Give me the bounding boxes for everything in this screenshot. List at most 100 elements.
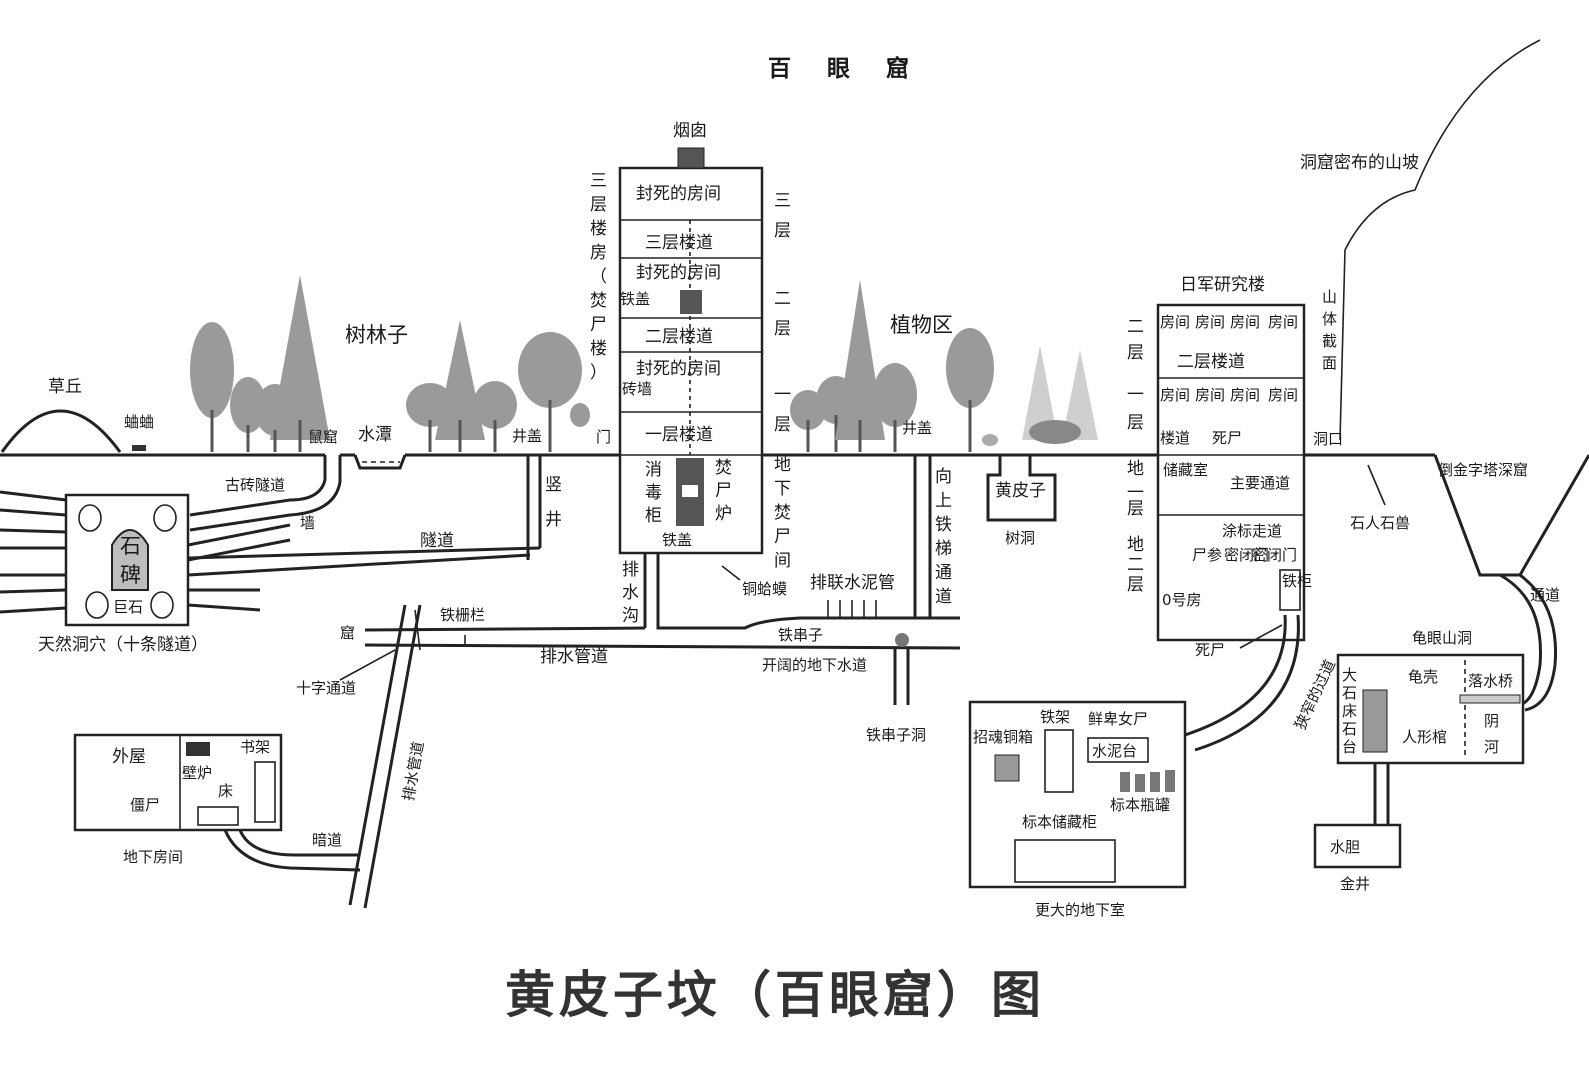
label-lab-corridor-2: 二层楼道: [1177, 352, 1245, 372]
svg-text:床: 床: [1342, 702, 1357, 720]
stone-tablet: [111, 529, 149, 591]
svg-text:层: 层: [1127, 413, 1144, 433]
svg-text:房间: 房间: [1230, 386, 1260, 404]
label-drain-pipe: 排水管道: [540, 647, 608, 667]
bottle-icons: [1120, 770, 1175, 792]
label-specimen-walkway: 涂标走道: [1222, 522, 1282, 540]
svg-text:楼: 楼: [590, 219, 607, 239]
label-shaft-2: 井: [545, 510, 562, 530]
label-well-cover-2: 井盖: [902, 419, 932, 437]
label-iron-cover-2f: 铁盖: [620, 290, 650, 308]
label-japanese-lab: 日军研究楼: [1180, 275, 1265, 295]
label-cave-slope: 洞窟密布的山坡: [1300, 153, 1419, 173]
label-main-passage: 主要通道: [1230, 474, 1290, 492]
incinerator-building: [618, 147, 764, 555]
svg-text:焚: 焚: [590, 291, 607, 311]
svg-text:房间: 房间: [1268, 313, 1298, 331]
label-cross-passage: 十字通道: [296, 679, 356, 697]
label-joint-pipe: 排联水泥管: [810, 573, 895, 593]
ladder-channel: [913, 455, 932, 618]
label-stiff-corpse: 僵尸: [130, 796, 160, 814]
svg-text:一: 一: [774, 385, 791, 405]
iron-string-hole: [893, 648, 910, 705]
svg-text:地: 地: [1127, 459, 1144, 479]
drain-ditch: [643, 553, 960, 630]
svg-text:地: 地: [1127, 535, 1144, 555]
label-drain-ditch-3: 沟: [622, 606, 639, 626]
label-hidden-passage: 暗道: [312, 831, 342, 849]
svg-text:石: 石: [1342, 684, 1357, 702]
label-sealed-left: 密闭门: [1224, 546, 1269, 564]
label-sealed-right: 密闭门: [1252, 546, 1297, 564]
svg-text:层: 层: [774, 319, 791, 339]
stone-bed-icon: [1362, 689, 1388, 753]
label-incin-2: 尸: [715, 481, 732, 501]
lab-rooms-1f: 房间 房间 房间 房间: [1160, 386, 1298, 404]
svg-text:面: 面: [1322, 354, 1337, 372]
golden-well-shaft: [1373, 763, 1390, 825]
label-tunnel: 隧道: [420, 531, 454, 551]
label-sealed-room-2: 封死的房间: [636, 263, 721, 283]
label-water-gall: 水胆: [1330, 838, 1360, 856]
cliff-face: [1339, 39, 1541, 441]
label-disinfect-1: 消: [645, 460, 662, 480]
right-floor-labels: 三层 二层 一层 地下 焚尸 间: [774, 191, 791, 571]
iron-cabinet-icon: [1279, 569, 1301, 611]
label-corridor-3: 三层楼道: [645, 233, 713, 253]
label-wall: 墙: [300, 514, 315, 532]
label-dead-corpse-1f: 死尸: [1212, 429, 1242, 447]
svg-text:道: 道: [935, 587, 952, 607]
label-iron-string-hole: 铁串子洞: [866, 726, 926, 744]
label-female-corpse: 鲜卑女尸: [1088, 710, 1148, 728]
label-stone-bed: 大石 床石 台: [1342, 666, 1357, 756]
cricket-icon: [132, 445, 146, 451]
label-golden-well: 金井: [1340, 875, 1370, 893]
label-cement-platform: 水泥台: [1092, 742, 1137, 760]
label-chimney: 烟囱: [673, 121, 707, 141]
svg-text:）: ）: [590, 363, 607, 383]
label-underground-room: 地下房间: [123, 848, 183, 866]
svg-text:房间: 房间: [1195, 313, 1225, 331]
svg-text:层: 层: [1127, 343, 1144, 363]
label-iron-cover-b: 铁盖: [662, 531, 692, 549]
svg-text:层: 层: [774, 221, 791, 241]
waterfall-bridge: [1459, 694, 1521, 704]
svg-text:铁: 铁: [935, 515, 952, 535]
svg-text:石: 石: [1342, 720, 1357, 738]
label-specimen-bottles: 标本瓶罐: [1110, 796, 1170, 814]
narrow-passage: [1184, 614, 1300, 752]
svg-text:二: 二: [774, 289, 791, 309]
label-lab-corridor-1: 楼道: [1160, 429, 1190, 447]
label-iron-railing: 铁栅栏: [440, 606, 485, 624]
label-dead-corpse: 死尸: [1195, 641, 1225, 659]
label-zero-room: 0号房: [1162, 591, 1202, 609]
label-inverted-pit: 倒金字塔深窟: [1438, 461, 1528, 479]
bookshelf-icon: [254, 761, 276, 823]
label-corridor-2: 二层楼道: [645, 327, 713, 347]
label-specimen-cabinet: 标本储藏柜: [1022, 813, 1097, 831]
svg-text:层: 层: [1127, 499, 1144, 519]
svg-text:三: 三: [774, 191, 791, 211]
svg-text:大: 大: [1342, 666, 1357, 684]
label-storage-room: 储藏室: [1163, 461, 1208, 479]
tree-hole: [986, 455, 1057, 522]
cement-platform: [1087, 737, 1149, 763]
left-floor-label: 三层 楼房 （焚 尸楼 ）: [590, 171, 607, 383]
svg-text:体: 体: [1322, 310, 1337, 328]
svg-text:房间: 房间: [1195, 386, 1225, 404]
label-rat-hole: 鼠窟: [308, 428, 338, 446]
label-shaft-1: 竖: [545, 475, 562, 495]
label-bookshelf: 书架: [240, 738, 270, 756]
svg-text:山: 山: [1322, 288, 1337, 306]
label-forest: 树林子: [345, 323, 408, 347]
svg-text:梯: 梯: [935, 539, 952, 559]
iron-cover-2f-icon: [680, 290, 702, 314]
soul-box-icon: [994, 754, 1020, 782]
label-corridor-1: 一层楼道: [645, 425, 713, 445]
svg-text:通: 通: [935, 563, 952, 583]
label-bigger-cellar: 更大的地下室: [1035, 901, 1125, 919]
label-wall-stove: 壁炉: [182, 764, 212, 782]
label-drain-ditch-2: 水: [622, 583, 639, 603]
label-iron-string: 铁串子: [778, 626, 823, 644]
forest-trees: [190, 275, 590, 452]
